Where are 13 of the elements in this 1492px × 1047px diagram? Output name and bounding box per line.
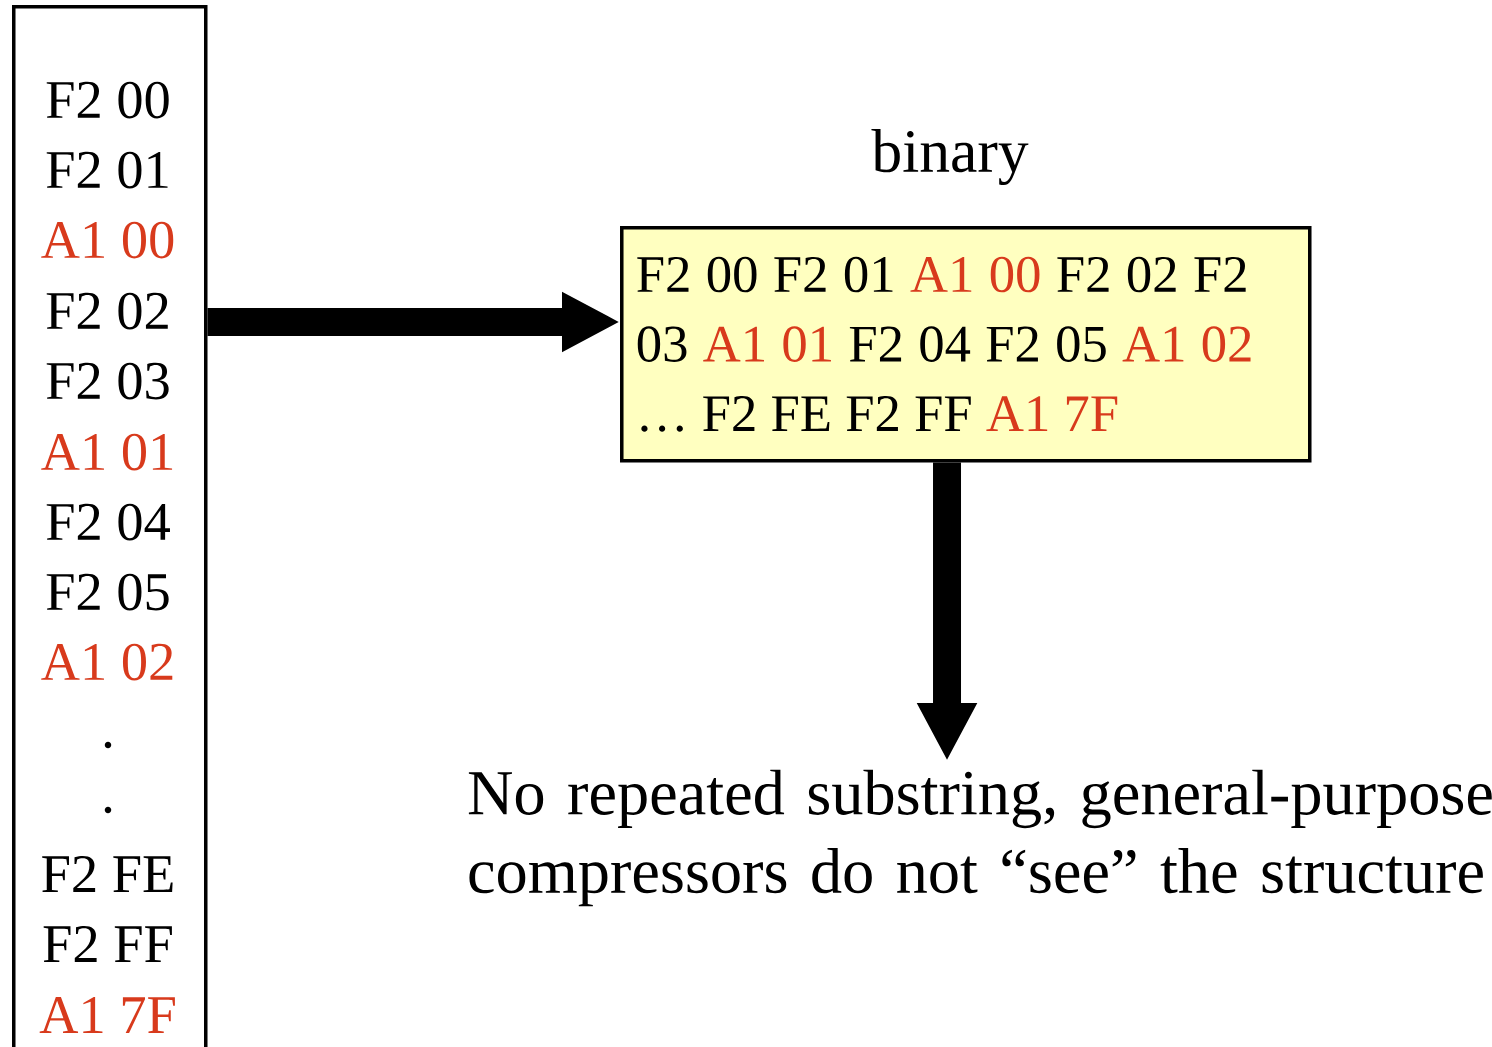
node-label: A1 7F	[986, 396, 1118, 431]
node-label: … F2 FE F2 FF	[641, 396, 971, 432]
node-label: F2 02 F2	[1057, 256, 1246, 293]
node-label: A1 00	[910, 256, 1040, 293]
heading-text: binary	[871, 129, 1029, 185]
hex-column-box: F2 00 F2 01 A1 00 F2 02 F2 03 A1 01 F2 04 F2 05 A1 02 . . F2 FE F2 FF A1 7F	[12, 5, 208, 1047]
node-label: F2 00 F2 01	[637, 256, 893, 293]
conclusion-text: No repeated substring, general-purpose compressors do not “see” the structure	[468, 769, 1492, 907]
binary-box: F2 00 F2 01 A1 00 F2 02 F2 03 A1 01 F2 04 F2 05 A1 02 … F2 FE F2 FF A1 7F	[620, 226, 1312, 463]
node-label: A1 01	[703, 326, 831, 362]
node-label: F2 04 F2 05	[849, 326, 1106, 362]
node-label: 03	[637, 326, 687, 362]
node-label: A1 02	[1122, 326, 1251, 362]
